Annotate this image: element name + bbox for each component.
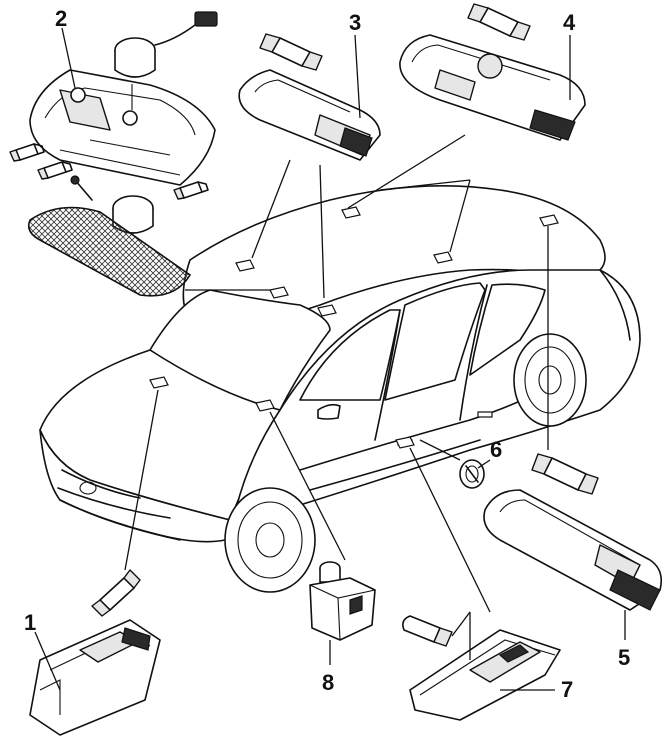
- callout-7: 7: [561, 677, 573, 702]
- door-light-bulb: [459, 459, 485, 489]
- callout-2: 2: [55, 6, 67, 31]
- callout-3: 3: [349, 10, 361, 35]
- mounting-pads: [149, 206, 559, 449]
- callout-6: 6: [490, 437, 502, 462]
- luggage-compartment-light: [483, 453, 663, 611]
- callout-leaders: [34, 27, 626, 691]
- leader-lines: [124, 134, 549, 613]
- door-contact-switch: [309, 561, 376, 641]
- glovebox-light-assembly: [29, 569, 161, 736]
- car-body: [39, 184, 641, 593]
- callout-4: 4: [563, 10, 576, 35]
- callout-5: 5: [618, 645, 630, 670]
- front-dome-light-assembly: [9, 11, 218, 297]
- reading-light-assembly: [238, 33, 381, 161]
- callout-1: 1: [24, 610, 36, 635]
- callout-8: 8: [322, 670, 334, 695]
- footwell-light-assembly: [402, 611, 561, 721]
- rear-interior-light-assembly: [399, 3, 586, 141]
